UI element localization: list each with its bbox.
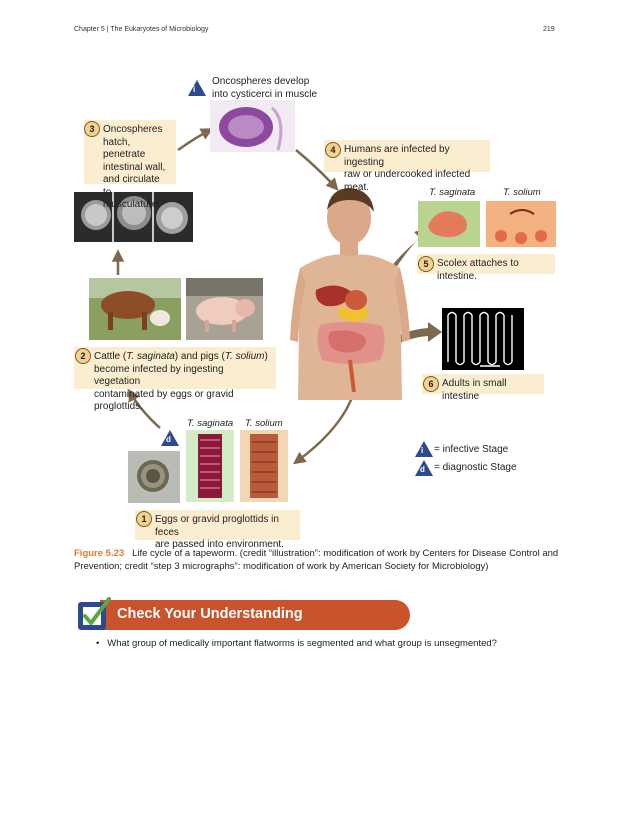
proglottid-saginata-label: T. saginata	[187, 418, 234, 429]
running-header: Chapter 5 | The Eukaryotes of Microbiolo…	[74, 26, 209, 33]
legend-i-letter: i	[421, 446, 424, 455]
step-6-callout: Adults in small intestine	[422, 374, 544, 402]
legend-d-letter: d	[420, 465, 425, 474]
arrow-human-to-proglottids	[292, 394, 355, 465]
adult-tapeworm-photo	[442, 308, 524, 370]
check-understanding-banner	[100, 600, 410, 630]
step-5-callout: Scolex attaches to intestine.	[417, 254, 555, 282]
question-bullet: • What group of medically important flat…	[96, 638, 497, 649]
step-4-number: 4	[325, 142, 341, 158]
step-4-callout: Humans are infected by ingesting raw or …	[324, 140, 490, 193]
diagnostic-stage-badge	[161, 430, 179, 446]
scolex-saginata-photo	[418, 201, 480, 247]
arrow-step3-to-cysticerci	[177, 128, 214, 152]
scolex-solium-photo	[486, 201, 556, 247]
human-figure	[290, 188, 410, 400]
step-3-callout: Oncospheres hatch, penetrate intestinal …	[84, 120, 176, 210]
infective-stage-badge	[188, 80, 206, 96]
scolex-saginata-label: T. saginata	[429, 187, 476, 198]
proglottid-saginata-photo	[186, 430, 234, 502]
cysticerci-label: Oncospheres develop into cysticerci in m…	[212, 76, 318, 100]
arrow-muscle-to-human	[295, 149, 339, 191]
legend-diagnostic-icon	[415, 460, 433, 476]
cysticerci-micrograph	[210, 100, 295, 152]
proglottid-solium-label: T. solium	[245, 418, 283, 429]
page-number: 219	[543, 26, 555, 33]
check-understanding-title: Check Your Understanding	[117, 606, 303, 622]
figure-label: Figure 5.23	[74, 548, 125, 559]
step-1-callout: Eggs or gravid proglottids in feces are …	[135, 510, 300, 550]
oncosphere-micrographs	[74, 192, 193, 242]
egg-photo	[128, 451, 180, 503]
step-2-number: 2	[75, 348, 91, 364]
arrow-eggs-to-cattle	[128, 388, 161, 429]
figure-caption: Figure 5.23 Life cycle of a tapeworm. (c…	[74, 548, 559, 572]
cattle-photo	[89, 278, 181, 340]
proglottid-solium-photo	[240, 430, 288, 502]
scolex-solium-label: T. solium	[503, 187, 541, 198]
step-6-number: 6	[423, 376, 439, 392]
step-3-number: 3	[84, 121, 100, 137]
legend-infective-text: = infective Stage	[434, 444, 509, 455]
checkbox-check-icon	[78, 597, 111, 630]
step-2-callout: Cattle (T. saginata) and pigs (T. solium…	[74, 347, 276, 412]
pig-photo	[186, 278, 263, 340]
badge-d-letter: d	[166, 435, 171, 444]
step-1-number: 1	[136, 511, 152, 527]
legend-diagnostic-text: = diagnostic Stage	[434, 462, 517, 473]
badge-i-letter: i	[193, 85, 196, 94]
legend-infective-icon	[415, 441, 433, 457]
step-5-number: 5	[418, 256, 434, 272]
